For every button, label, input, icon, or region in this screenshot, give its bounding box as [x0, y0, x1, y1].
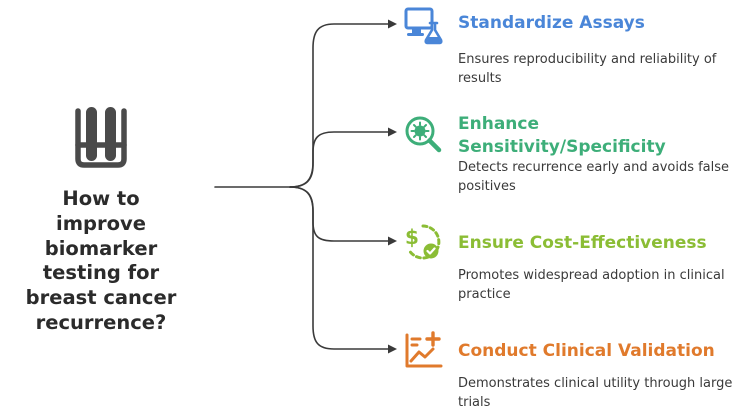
- branch-desc-enhance-sensitivity: Detects recurrence early and avoids fals…: [458, 160, 730, 194]
- magnified-virus-icon: [405, 116, 442, 153]
- branch-line-2: [289, 131, 391, 188]
- branch-desc-standardize-assays: Ensures reproducibility and reliability …: [458, 52, 717, 86]
- branch-line-4: [289, 186, 391, 350]
- branch-title-clinical-validation: Conduct Clinical Validation: [458, 341, 715, 361]
- dollar-check-icon: $: [405, 224, 441, 260]
- arrowhead-1: [388, 19, 397, 29]
- arrowhead-4: [388, 344, 397, 354]
- chart-plus-icon: [405, 331, 443, 368]
- svg-text:$: $: [405, 225, 419, 249]
- branch-title-enhance-sensitivity: Enhance Sensitivity/Specificity: [458, 114, 666, 157]
- test-tubes-icon: [75, 107, 127, 168]
- central-question: How to improve biomarker testing for bre…: [25, 187, 177, 334]
- branch-title-standardize-assays: Standardize Assays: [458, 13, 645, 33]
- branch-title-cost-effectiveness: Ensure Cost-Effectiveness: [458, 233, 707, 253]
- branch-line-1: [289, 23, 391, 188]
- branch-desc-cost-effectiveness: Promotes widespread adoption in clinical…: [458, 268, 725, 302]
- computer-flask-icon: [404, 7, 443, 45]
- arrowhead-2: [388, 127, 397, 137]
- arrowhead-3: [388, 236, 397, 246]
- branch-desc-clinical-validation: Demonstrates clinical utility through la…: [458, 376, 733, 410]
- branch-line-3: [289, 186, 391, 242]
